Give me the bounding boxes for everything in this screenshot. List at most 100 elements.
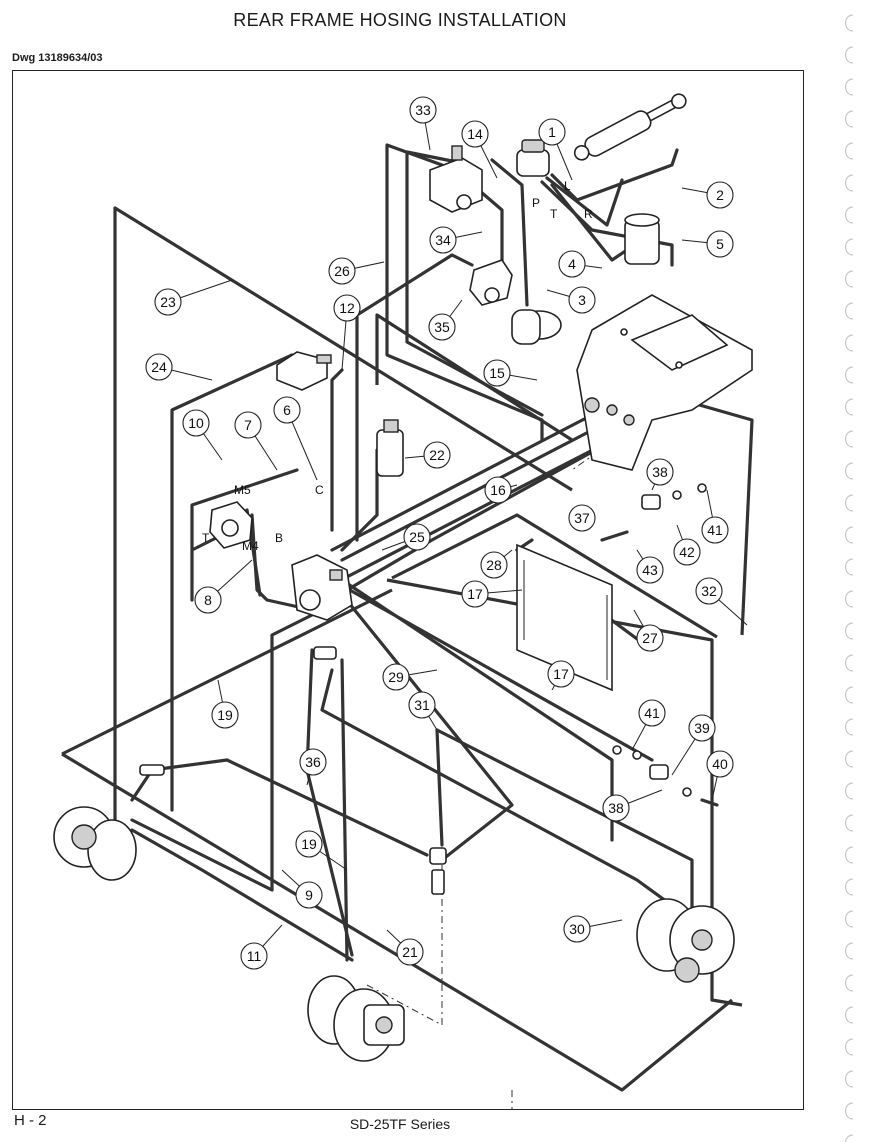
callout-number: 27 — [642, 630, 658, 646]
callout-circle — [568, 504, 596, 532]
page-number: H - 2 — [14, 1112, 47, 1129]
callout-circle — [428, 313, 456, 341]
callout-circle — [194, 586, 222, 614]
callout-circle — [409, 96, 437, 124]
binder-ring — [844, 622, 854, 640]
callout-number: 17 — [553, 666, 569, 682]
callout-circle — [538, 118, 566, 146]
callout-circle — [211, 701, 239, 729]
callout-5: 5 — [681, 230, 734, 258]
callout-circle — [382, 663, 410, 691]
callout-9: 9 — [281, 869, 323, 909]
callout-number: 35 — [434, 319, 450, 335]
callout-circle — [558, 250, 586, 278]
drive-pump — [291, 554, 353, 621]
binder-ring — [844, 910, 854, 928]
binder-ring — [844, 462, 854, 480]
callout-38: 38 — [602, 789, 663, 822]
binder-ring — [844, 174, 854, 192]
callout-circle — [408, 691, 436, 719]
callout-circle — [461, 580, 489, 608]
callout-number: 37 — [574, 510, 590, 526]
binder-ring — [844, 238, 854, 256]
callout-number: 16 — [490, 482, 506, 498]
callout-number: 42 — [679, 544, 695, 560]
callout-27: 27 — [633, 609, 664, 652]
callout-2: 2 — [681, 181, 734, 209]
callout-number: 25 — [409, 529, 425, 545]
callout-circle — [695, 577, 723, 605]
callout-number: 30 — [569, 921, 585, 937]
callout-circle — [568, 286, 596, 314]
callout-23: 23 — [154, 279, 233, 316]
callout-34: 34 — [429, 226, 483, 254]
callout-circle — [638, 699, 666, 727]
port-label: R — [584, 207, 593, 221]
callout-29: 29 — [382, 663, 438, 691]
port-label: B — [275, 531, 283, 545]
callout-circle — [299, 748, 327, 776]
binder-ring — [844, 1102, 854, 1120]
callout-41: 41 — [701, 489, 729, 544]
callout-38: 38 — [646, 458, 674, 491]
callout-circle — [295, 881, 323, 909]
callout-35: 35 — [428, 299, 463, 341]
binder-ring — [844, 590, 854, 608]
callout-circle — [706, 750, 734, 778]
callout-7: 7 — [234, 411, 278, 471]
binder-ring — [844, 1006, 854, 1024]
callout-circle — [484, 476, 512, 504]
binder-ring — [844, 1038, 854, 1056]
callout-circle — [396, 938, 424, 966]
callout-39: 39 — [671, 714, 716, 776]
callout-circle — [461, 120, 489, 148]
binder-ring — [844, 558, 854, 576]
binder-ring — [844, 14, 854, 32]
callout-40: 40 — [706, 750, 734, 801]
binder-ring — [844, 654, 854, 672]
callout-42: 42 — [673, 524, 701, 566]
callout-circle — [706, 230, 734, 258]
callout-number: 17 — [467, 586, 483, 602]
binder-ring — [844, 366, 854, 384]
callout-12: 12 — [333, 294, 361, 371]
callout-circle — [547, 660, 575, 688]
callout-3: 3 — [546, 286, 596, 314]
callout-circle — [563, 915, 591, 943]
binder-ring — [844, 334, 854, 352]
callout-circle — [328, 257, 356, 285]
callout-circle — [333, 294, 361, 322]
drawing-frame — [12, 70, 804, 1110]
callout-number: 41 — [707, 522, 723, 538]
callout-41: 41 — [631, 699, 666, 751]
callout-43: 43 — [636, 549, 664, 584]
binder-ring — [844, 942, 854, 960]
valve-34 — [469, 259, 513, 306]
callout-36: 36 — [299, 748, 327, 786]
callout-15: 15 — [483, 359, 538, 387]
callout-number: 38 — [608, 800, 624, 816]
binder-ring — [844, 686, 854, 704]
callout-circle — [480, 551, 508, 579]
callout-number: 6 — [283, 402, 291, 418]
callout-26: 26 — [328, 257, 385, 285]
motor-valve — [209, 501, 253, 549]
binder-ring — [844, 142, 854, 160]
port-label: M4 — [242, 539, 259, 553]
callout-circle — [295, 830, 323, 858]
callout-number: 21 — [402, 944, 418, 960]
port-label: L — [564, 179, 571, 193]
callout-number: 38 — [652, 464, 668, 480]
components — [53, 93, 753, 1062]
binder-ring — [844, 494, 854, 512]
callout-number: 12 — [339, 300, 355, 316]
callout-number: 22 — [429, 447, 445, 463]
callout-number: 29 — [388, 669, 404, 685]
tee-fitting-mid — [313, 646, 337, 660]
callout-circle — [154, 288, 182, 316]
callout-number: 19 — [301, 836, 317, 852]
callout-number: 14 — [467, 126, 483, 142]
binder-ring — [844, 750, 854, 768]
binder-ring — [844, 206, 854, 224]
